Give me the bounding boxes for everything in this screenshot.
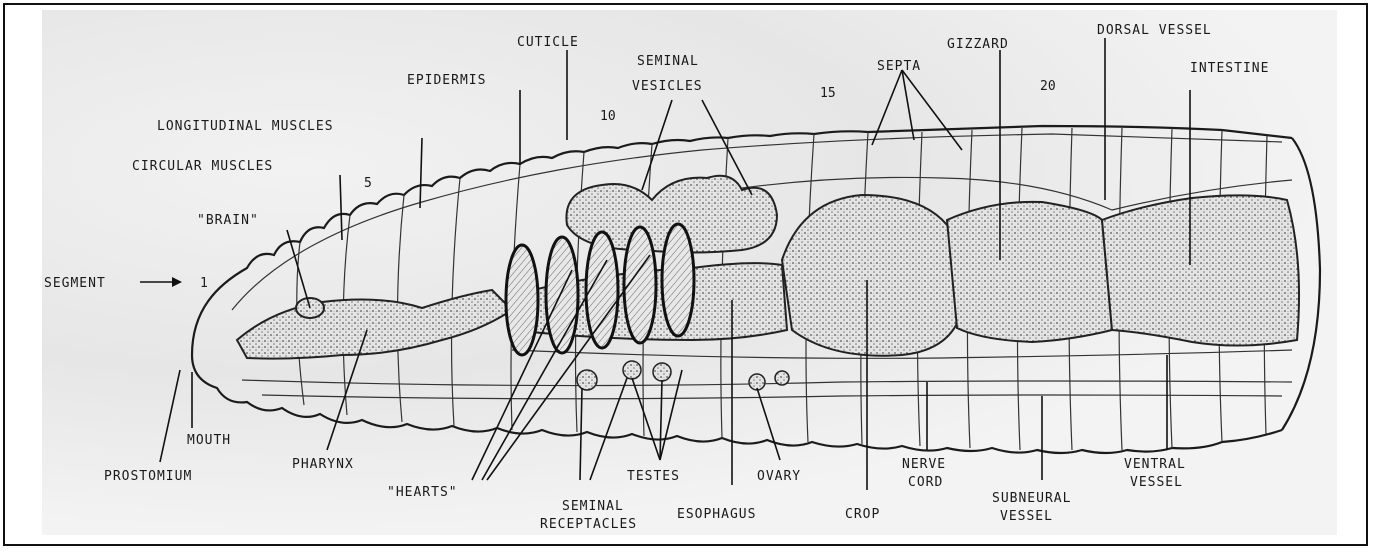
intestine-organ [1102, 195, 1299, 345]
pharynx-organ [237, 290, 512, 359]
label-subneural-vessel-line1: SUBNEURAL [992, 491, 1071, 506]
segment-number-10: 10 [600, 109, 616, 124]
label-intestine: INTESTINE [1190, 61, 1269, 76]
label-hearts: "HEARTS" [387, 485, 458, 500]
label-gizzard: GIZZARD [947, 37, 1009, 52]
label-seminal-receptacles-line2: RECEPTACLES [540, 517, 637, 532]
segment-number-15: 15 [820, 86, 836, 101]
label-circular-muscles: CIRCULAR MUSCLES [132, 159, 273, 174]
label-prostomium: PROSTOMIUM [104, 469, 192, 484]
label-mouth: MOUTH [187, 433, 231, 448]
label-longitudinal-muscles: LONGITUDINAL MUSCLES [157, 119, 334, 134]
label-subneural-vessel-line2: VESSEL [1000, 509, 1053, 524]
label-nerve-cord-line2: CORD [908, 475, 943, 490]
label-esophagus: ESOPHAGUS [677, 507, 756, 522]
label-brain: "BRAIN" [197, 213, 259, 228]
label-ventral-vessel-line1: VENTRAL [1124, 457, 1186, 472]
segment-number-1: 1 [200, 276, 208, 291]
label-testes: TESTES [627, 469, 680, 484]
label-dorsal-vessel: DORSAL VESSEL [1097, 23, 1212, 38]
label-seminal-receptacles-line1: SEMINAL [562, 499, 624, 514]
crop-organ [782, 195, 963, 356]
label-cuticle: CUTICLE [517, 35, 579, 50]
label-seminal-vesicles-line1: SEMINAL [637, 54, 699, 69]
gizzard-organ [947, 202, 1112, 342]
label-nerve-cord-line1: NERVE [902, 457, 946, 472]
label-septa: SEPTA [877, 59, 921, 74]
segment-number-20: 20 [1040, 79, 1056, 94]
segment-number-5: 5 [364, 176, 372, 191]
label-segment: SEGMENT [44, 276, 106, 291]
earthworm-anatomy-figure: 5 10 15 20 1 CUTICLE SEMINAL VESICLES GI… [42, 10, 1337, 535]
label-ventral-vessel-line2: VESSEL [1130, 475, 1183, 490]
label-ovary: OVARY [757, 469, 801, 484]
earthworm-diagram: 5 10 15 20 1 CUTICLE SEMINAL VESICLES GI… [42, 10, 1337, 535]
label-seminal-vesicles-line2: VESICLES [632, 79, 703, 94]
label-epidermis: EPIDERMIS [407, 73, 486, 88]
label-pharynx: PHARYNX [292, 457, 354, 472]
subneural-vessel-line [262, 395, 1282, 399]
label-crop: CROP [845, 507, 880, 522]
